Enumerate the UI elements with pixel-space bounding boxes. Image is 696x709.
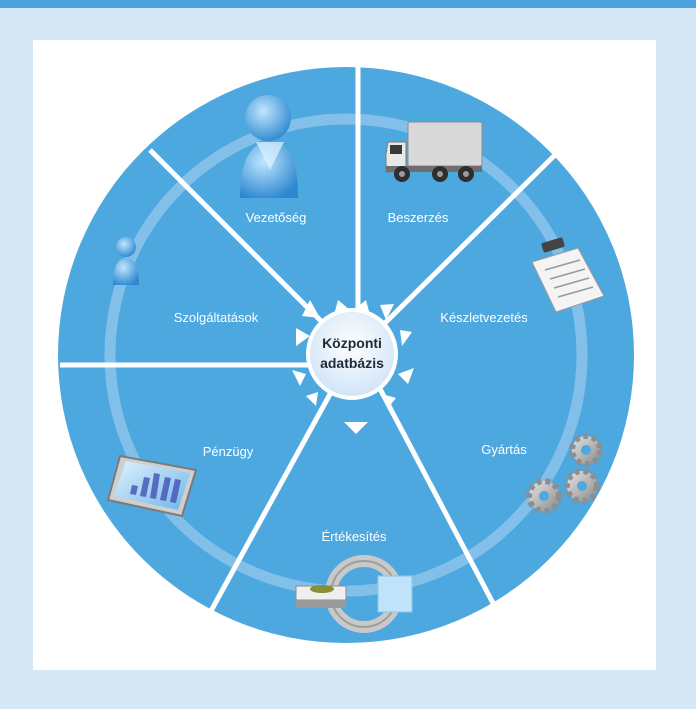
central-database-hub — [306, 308, 398, 400]
segment-label-gyartas: Gyártás — [481, 442, 527, 457]
arrow-icon — [400, 330, 412, 346]
segment-label-ertekesites: Értékesítés — [321, 529, 387, 544]
arrow-icon — [292, 370, 306, 386]
payment-terminal-icon — [295, 555, 413, 633]
hub-arrows — [292, 300, 414, 434]
arrow-icon — [296, 328, 310, 346]
hub-label-line2: adatbázis — [320, 355, 384, 371]
segment-dividers — [60, 67, 564, 624]
small-person-icon — [113, 237, 139, 285]
divider-upper-left — [148, 148, 332, 332]
arrow-icon — [380, 304, 394, 320]
arrow-icon — [398, 368, 414, 384]
person-icon — [240, 95, 298, 198]
arrow-icon — [334, 300, 350, 315]
divider-lower-right — [375, 383, 506, 624]
truck-icon — [385, 121, 483, 182]
arrow-icon — [306, 392, 318, 406]
divider-upper-right — [376, 146, 564, 332]
segment-label-szolgaltatasok: Szolgáltatások — [174, 310, 259, 325]
gears-icon — [526, 433, 603, 514]
arrow-icon — [344, 422, 368, 434]
arrow-icon — [354, 300, 370, 315]
segment-label-vezetoseg: Vezetőség — [246, 210, 307, 225]
chart-screen-icon — [106, 454, 198, 518]
hub-label-line1: Központi — [322, 335, 382, 351]
clipboard-icon — [531, 237, 605, 313]
divider-lower-left — [203, 383, 338, 622]
top-accent-bar — [0, 0, 696, 8]
segment-label-keszletvezetes: Készletvezetés — [440, 310, 528, 325]
segment-label-beszerzes: Beszerzés — [388, 210, 449, 225]
arrow-icon — [382, 394, 396, 408]
segment-label-penzugy: Pénzügy — [203, 444, 254, 459]
arrow-icon — [302, 300, 320, 318]
